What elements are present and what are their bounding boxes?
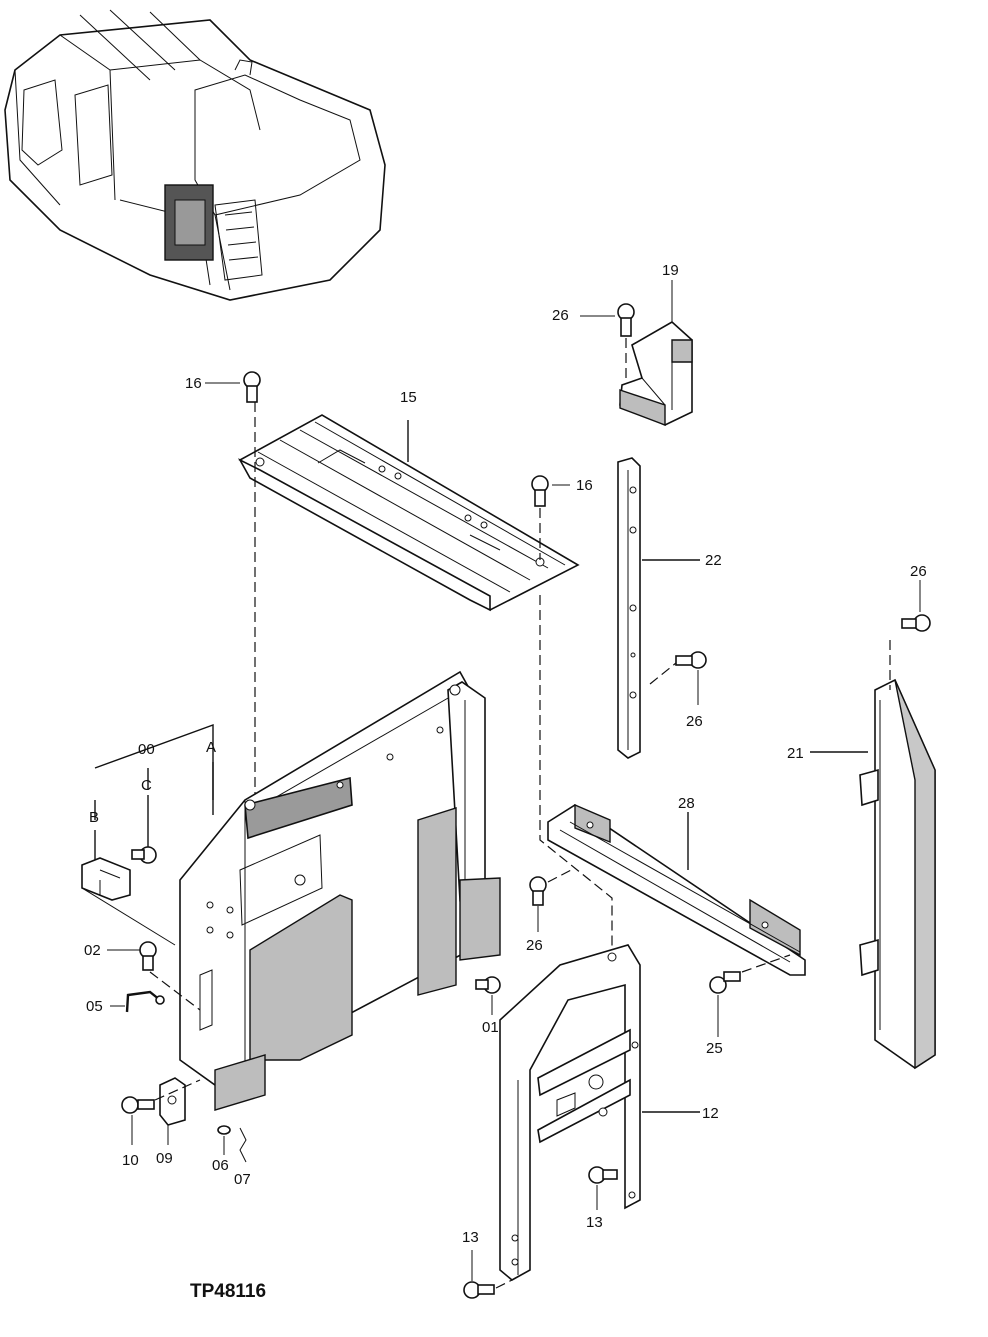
bracket-b [81, 857, 176, 946]
bolt-26-upper [580, 303, 635, 380]
part-19-bracket [619, 321, 693, 427]
callout-05: 05 [86, 998, 103, 1015]
hinge-09 [159, 1077, 186, 1145]
bolt-16-left [205, 371, 261, 403]
washer-06 [217, 1125, 231, 1155]
callout-A: A [206, 739, 216, 756]
group-leaders [94, 723, 214, 860]
machine-overview [4, 9, 386, 301]
bolt-26-side [889, 614, 931, 690]
bolt-16-right [531, 475, 570, 560]
callout-00: 00 [138, 741, 155, 758]
part-12-front-frame [499, 944, 700, 1281]
callout-13: 13 [462, 1229, 479, 1246]
callout-16: 16 [185, 375, 202, 392]
bolt-13-mid [588, 1166, 618, 1210]
bolt-25 [709, 954, 791, 1037]
callout-15: 15 [400, 389, 417, 406]
bolt-13-low [463, 1250, 513, 1299]
pin-05 [110, 990, 165, 1013]
bolt-01 [475, 976, 501, 1015]
callout-07: 07 [234, 1171, 251, 1188]
callout-28: 28 [678, 795, 695, 812]
part-15-top-cover [238, 414, 580, 612]
callout-22: 22 [705, 552, 722, 569]
callout-13: 13 [586, 1214, 603, 1231]
pin-07 [239, 1127, 247, 1163]
callout-19: 19 [662, 262, 679, 279]
callout-26: 26 [686, 713, 703, 730]
bolt-02 [107, 941, 201, 1011]
callout-12: 12 [702, 1105, 719, 1122]
callout-01: 01 [482, 1019, 499, 1036]
callout-16: 16 [576, 477, 593, 494]
callout-C: C [141, 777, 152, 794]
callout-10: 10 [122, 1152, 139, 1169]
callout-26: 26 [552, 307, 569, 324]
callout-06: 06 [212, 1157, 229, 1174]
part-28-cross-rail [547, 803, 806, 976]
callout-labels: 19 26 16 15 16 22 26 26 21 00 A C B 28 0… [84, 262, 927, 1246]
bolt-c [131, 846, 157, 864]
part-21-side-rail [810, 678, 936, 1070]
callout-02: 02 [84, 942, 101, 959]
drawing-code: TP48116 [190, 1281, 266, 1302]
callout-25: 25 [706, 1040, 723, 1057]
callout-B: B [89, 809, 99, 826]
part-22-rail [617, 457, 700, 759]
callout-21: 21 [787, 745, 804, 762]
main-side-panel [179, 670, 501, 1111]
bolt-10 [121, 1079, 201, 1145]
callout-09: 09 [156, 1150, 173, 1167]
callout-26: 26 [910, 563, 927, 580]
bolt-26-cross [529, 867, 576, 932]
callout-26: 26 [526, 937, 543, 954]
align-line-16-right [539, 595, 613, 955]
bolt-26-rail [649, 651, 707, 705]
